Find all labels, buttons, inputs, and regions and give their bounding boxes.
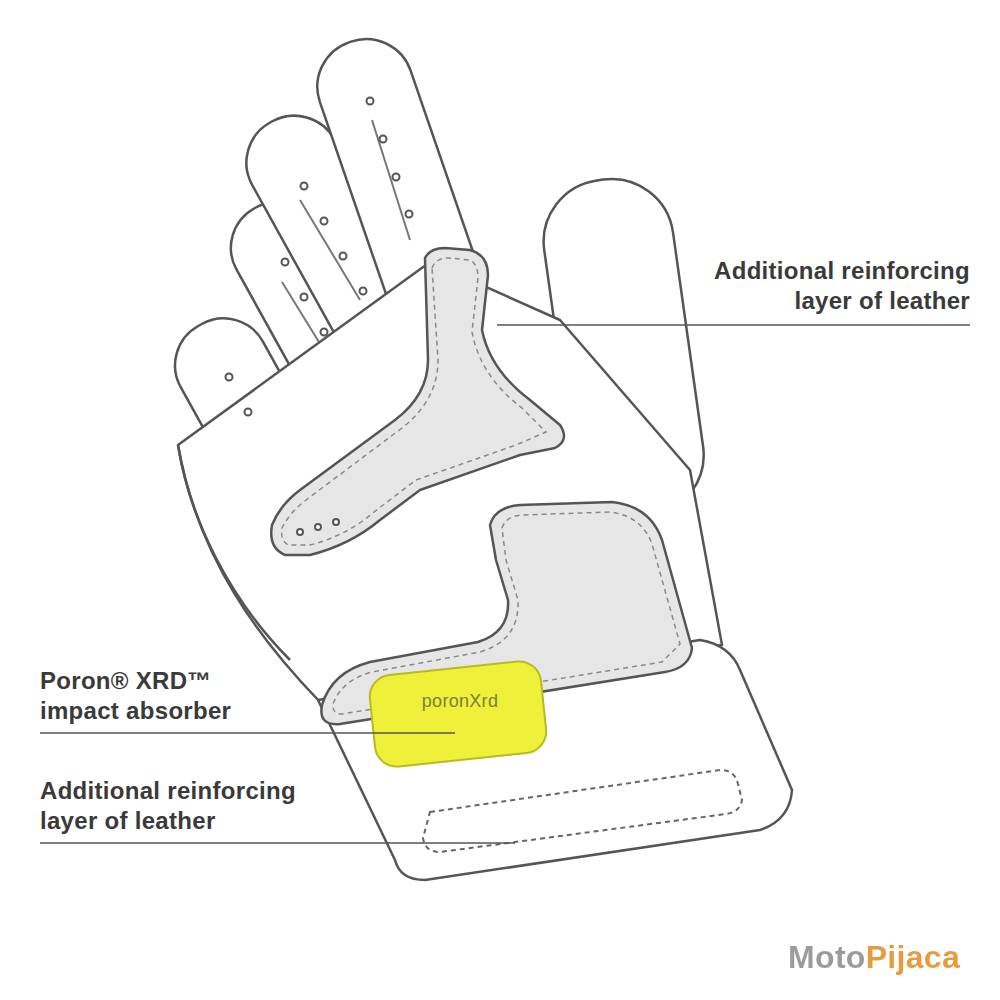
perforation [321,218,328,225]
perforation [301,294,308,301]
finger-groove [372,120,410,240]
callout-label: Poron® XRD™ impact absorber [40,666,255,726]
patch-stitching [282,258,546,545]
perforation [282,259,289,266]
cuff-strap [423,770,742,852]
perforation [301,183,308,190]
perforation [245,409,252,416]
callout-label: Additional reinforcing layer of leather [650,256,970,316]
perforation [380,136,387,143]
perforation [367,98,374,105]
palm-edge [178,445,290,660]
perforation [333,519,339,525]
finger-groove [300,200,360,300]
perforation [340,253,347,260]
watermark: MotoPijaca [788,938,960,976]
perforation [315,524,321,530]
leader-line [40,842,515,844]
perforation [226,374,233,381]
perforation [406,211,413,218]
perforations [226,98,413,536]
perforation [393,174,400,181]
perforation [360,288,367,295]
leader-line [497,324,970,326]
leader-line [40,732,455,734]
impact-absorber-pad [368,659,549,768]
leader-lines [40,325,970,843]
logo-text: poronXrd [415,690,505,712]
perforation [321,329,328,336]
perforation [297,529,303,535]
callout-label: Additional reinforcing layer of leather [40,776,350,836]
